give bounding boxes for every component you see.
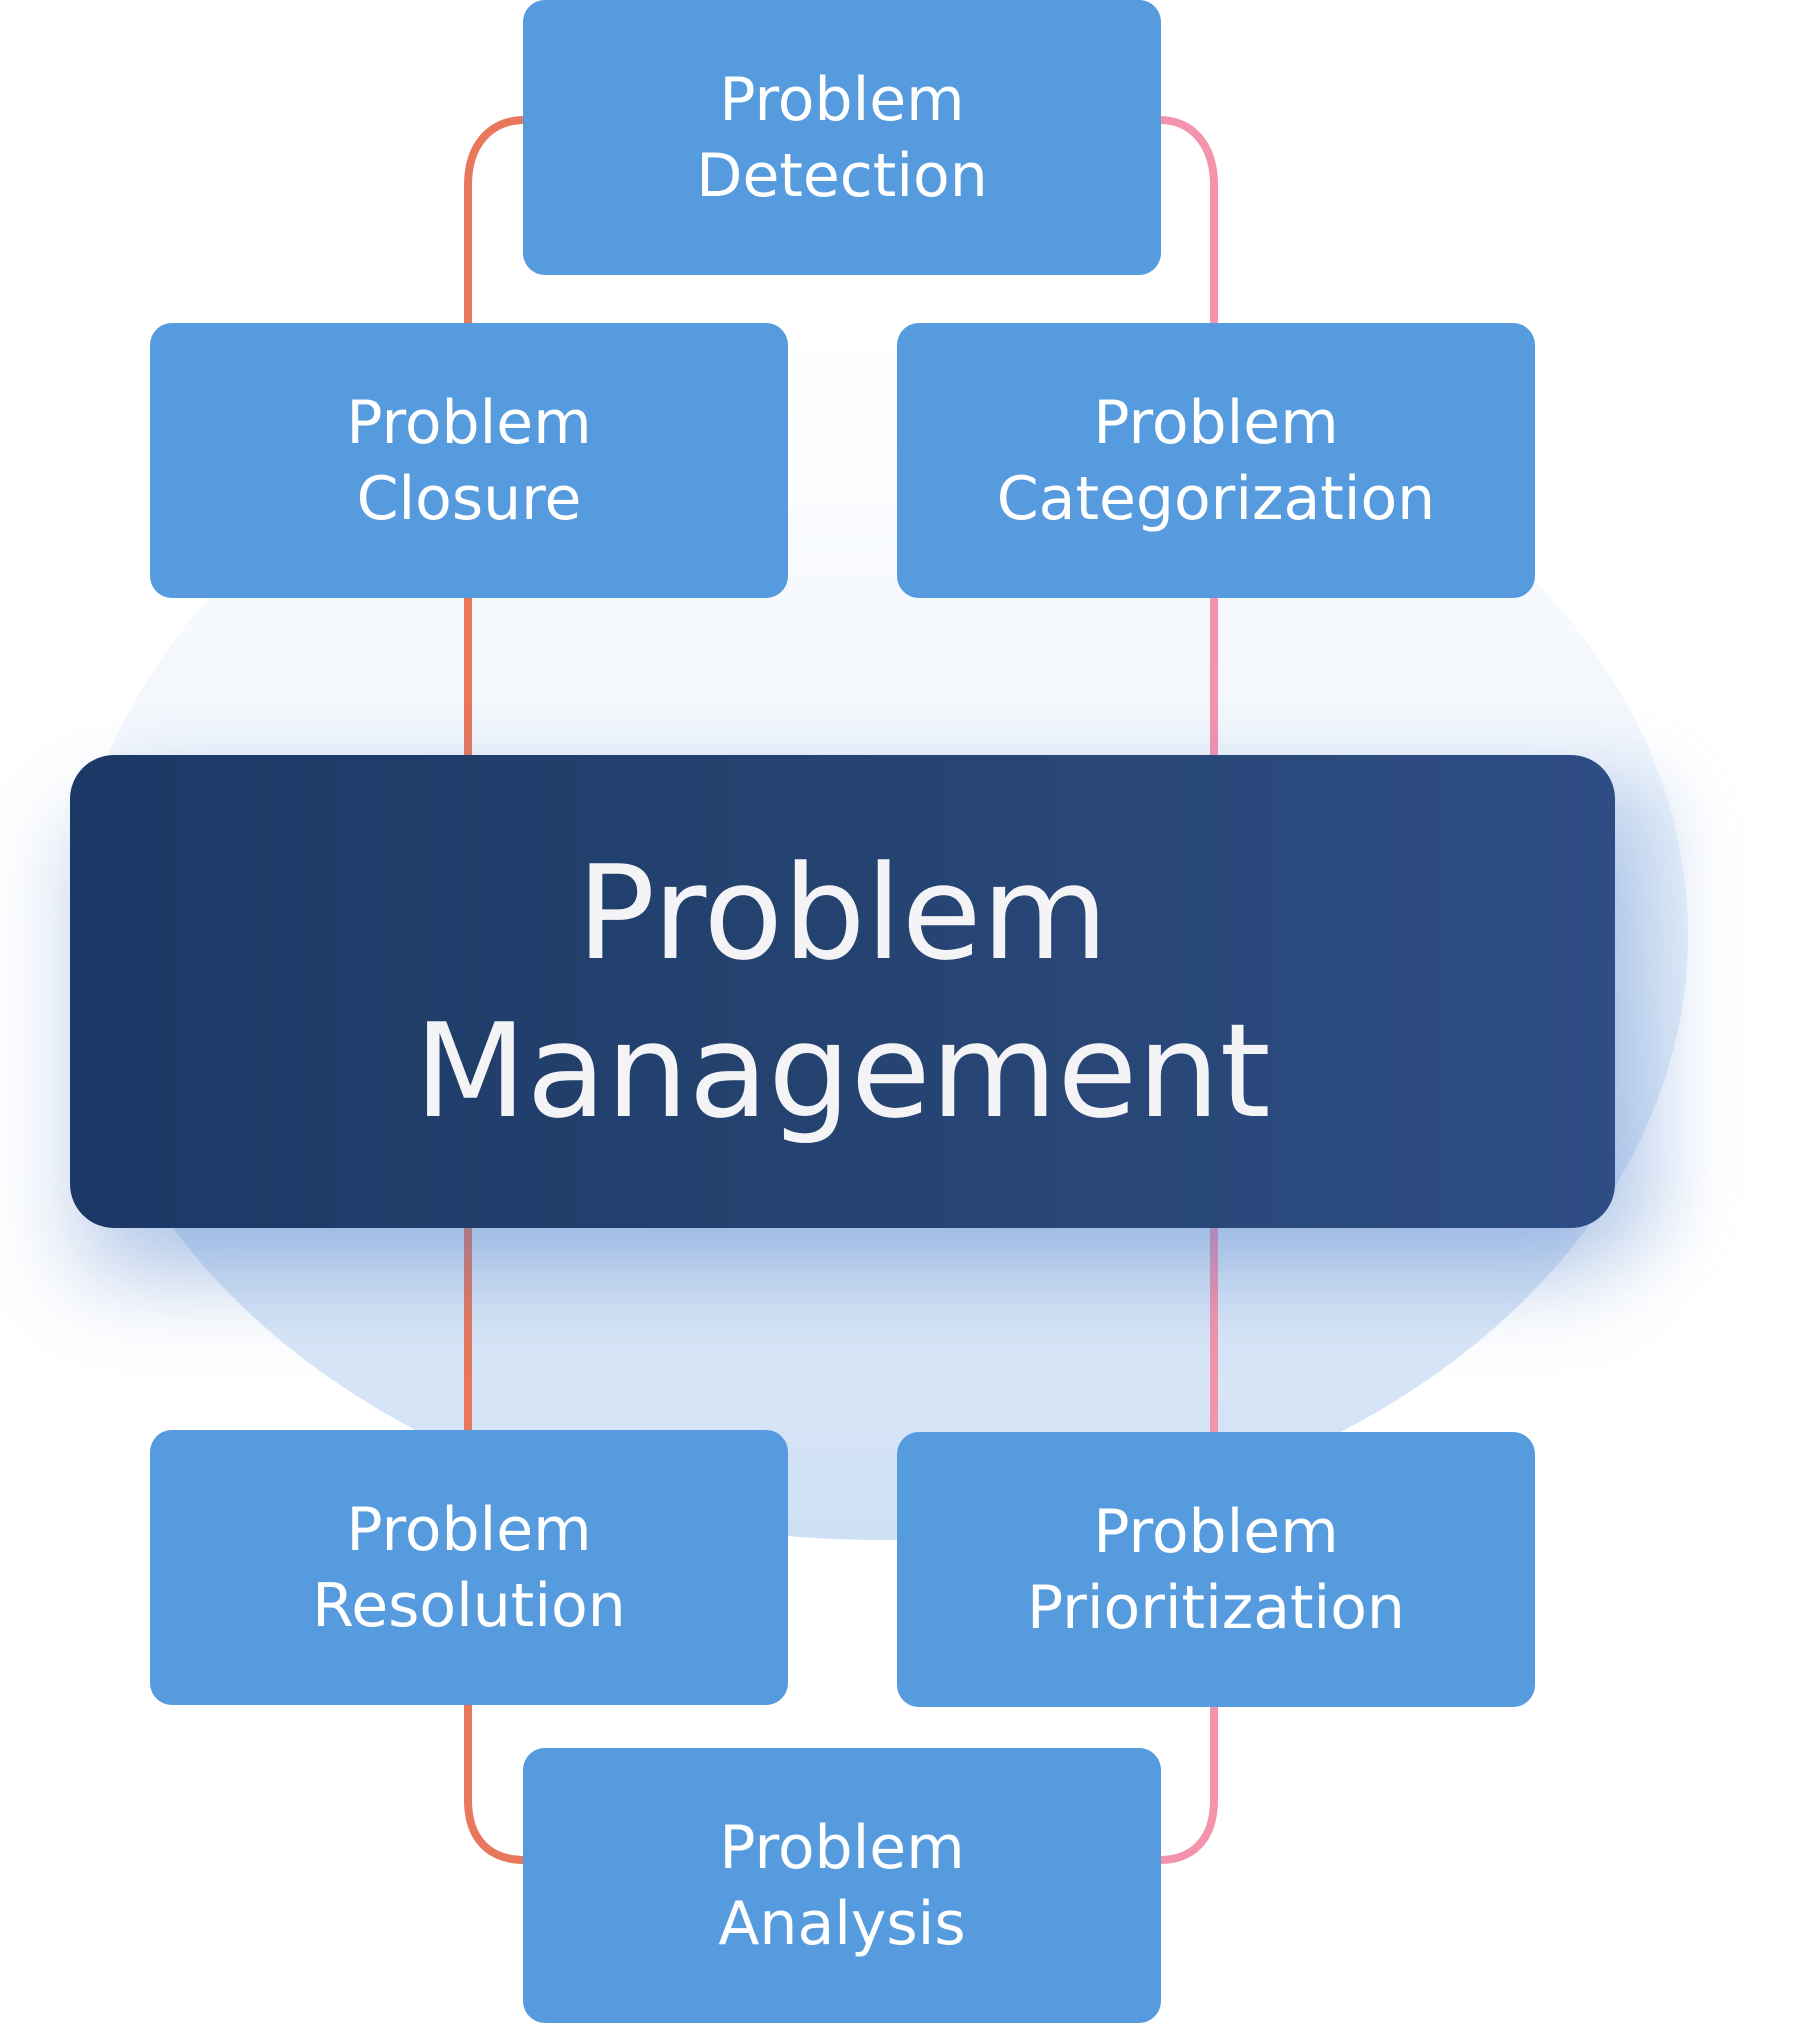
- left-connector-top: [464, 116, 529, 327]
- step-label: Problem Categorization: [996, 387, 1436, 534]
- step-problem-prioritization: Problem Prioritization: [897, 1432, 1535, 1707]
- step-label: Problem Prioritization: [1027, 1496, 1405, 1643]
- center-problem-management: Problem Management: [70, 755, 1615, 1228]
- step-label: Problem Resolution: [312, 1494, 626, 1641]
- left-connector-bottom: [464, 1701, 529, 1864]
- step-problem-closure: Problem Closure: [150, 323, 788, 598]
- step-label: Problem Closure: [346, 387, 592, 534]
- right-connector-top: [1156, 116, 1218, 327]
- center-label: Problem Management: [414, 836, 1271, 1147]
- step-label: Problem Detection: [696, 64, 988, 211]
- step-problem-categorization: Problem Categorization: [897, 323, 1535, 598]
- step-problem-resolution: Problem Resolution: [150, 1430, 788, 1705]
- step-problem-analysis: Problem Analysis: [523, 1748, 1161, 2023]
- step-problem-detection: Problem Detection: [523, 0, 1161, 275]
- right-connector-bottom: [1156, 1704, 1218, 1864]
- step-label: Problem Analysis: [718, 1812, 966, 1959]
